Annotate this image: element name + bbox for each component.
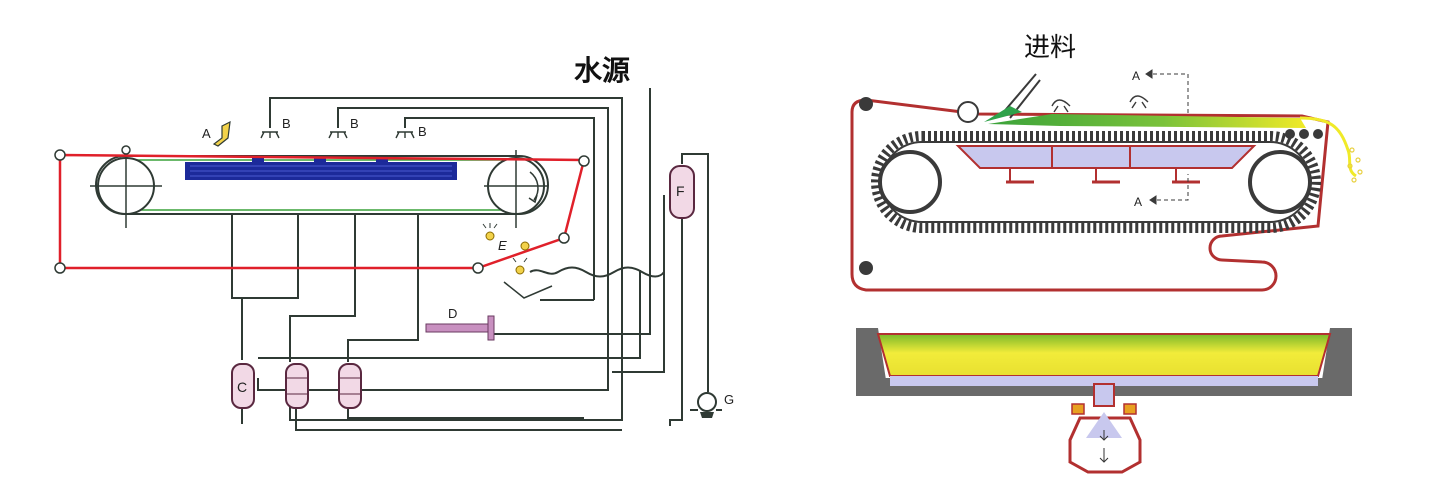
cloth-guide-rollers — [54, 145, 590, 274]
label-c: C — [237, 379, 247, 395]
vacuum-box — [185, 158, 457, 180]
spray-nozzle-b2-icon — [328, 131, 348, 139]
filter-cloth-path — [850, 98, 1330, 292]
water-source-label: 水源 — [574, 54, 630, 87]
spray-nozzle-b1-icon — [260, 131, 280, 139]
cloth-wash-e — [482, 223, 553, 299]
feed-label: 进料 — [1024, 33, 1076, 63]
feed-stream — [984, 106, 1022, 122]
feed-chute-a-icon — [212, 120, 231, 147]
label-b1: B — [282, 116, 291, 131]
label-b2: B — [350, 116, 359, 131]
spray-b2-pipe — [257, 107, 609, 391]
right-sprocket — [1248, 150, 1312, 214]
receiver-liquid — [1086, 412, 1122, 438]
pan-liquid — [890, 376, 1318, 386]
wash-spray-2-icon — [1129, 95, 1149, 109]
label-g: G — [724, 392, 734, 407]
spray-nozzles — [260, 131, 415, 139]
wavy-filtrate-line — [529, 266, 665, 278]
label-f: F — [676, 183, 685, 199]
spray-b3-pipe — [404, 117, 595, 300]
discharge-particles — [1347, 147, 1363, 183]
seal-blocks — [1071, 403, 1137, 415]
tank-f-inlet — [612, 195, 665, 373]
piping-network — [231, 88, 722, 431]
vacuum-drain-3 — [347, 180, 419, 362]
receiver-box — [1068, 416, 1142, 474]
cross-section-pan — [856, 328, 1352, 474]
vacuum-trough — [955, 145, 1257, 184]
drain-nozzle — [1093, 383, 1115, 407]
press-roller — [957, 101, 979, 123]
separator-c — [231, 363, 255, 409]
label-a-bottom: A — [1134, 195, 1142, 209]
separators — [231, 165, 695, 409]
label-b3: B — [418, 124, 427, 139]
water-source-pipe — [492, 88, 651, 335]
separator-3 — [338, 363, 362, 409]
separator-top-line — [258, 270, 641, 359]
wash-sprays — [1051, 95, 1149, 113]
filter-cloth-red — [58, 153, 586, 270]
label-d: D — [448, 306, 457, 321]
section-marks — [1145, 69, 1189, 205]
spray-b1-pipe — [269, 97, 623, 421]
tank-f-downleg — [669, 218, 683, 426]
rotation-arrow-icon — [528, 194, 538, 204]
spray-nozzle-b3-icon — [395, 131, 415, 139]
discharge-cake — [1299, 116, 1357, 178]
vacuum-drain-1 — [231, 180, 299, 299]
filter-cake — [988, 114, 1306, 128]
label-a-top: A — [1132, 69, 1140, 83]
pump-g-icon — [697, 392, 717, 412]
wash-trough — [503, 281, 553, 299]
separator-3-outlet — [347, 408, 584, 419]
tank-f-vent — [681, 153, 709, 392]
valve-d — [425, 315, 495, 341]
vacuum-drain-2 — [289, 180, 356, 362]
tank-f — [669, 165, 695, 219]
corner-rollers — [859, 97, 1323, 275]
wash-spray-1-icon — [1051, 99, 1071, 113]
left-sprocket — [878, 150, 942, 214]
label-e: E — [498, 238, 507, 253]
chain-belt — [871, 131, 1321, 233]
down-arrow-icon-2 — [1099, 448, 1109, 463]
down-arrow-icon — [1099, 430, 1109, 441]
separator-2-outlet — [295, 408, 622, 431]
separator-2 — [285, 363, 309, 409]
pan-cake-section — [876, 333, 1332, 377]
label-a: A — [202, 126, 211, 141]
